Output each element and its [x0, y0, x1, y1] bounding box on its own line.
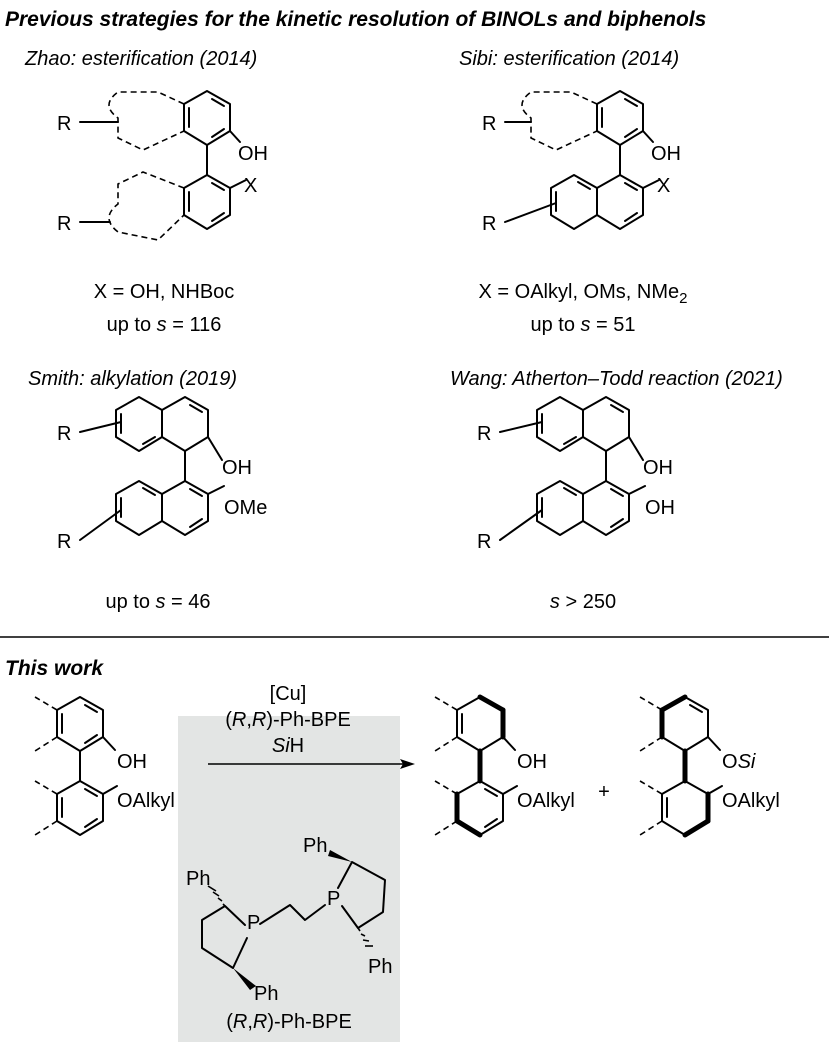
silane-label: SiH — [272, 735, 304, 757]
smith-panel: Smith: alkylation (2019) R OH R OMe up t… — [28, 368, 267, 613]
smith-r-top: R — [57, 423, 71, 445]
zhao-selectivity: up to s = 116 — [107, 314, 222, 336]
substrate-structure: OH OAlkyl — [34, 696, 175, 836]
zhao-x-definition: X = OH, NHBoc — [94, 281, 235, 303]
smith-structure: R OH R OMe — [57, 396, 267, 553]
wang-subtitle: Wang: Atherton–Todd reaction (2021) — [450, 368, 783, 390]
product1-oalkyl-label: OAlkyl — [517, 790, 575, 812]
smith-subtitle: Smith: alkylation (2019) — [28, 368, 237, 390]
catalyst-label: [Cu] — [270, 683, 307, 705]
zhao-oh-label: OH — [238, 143, 268, 165]
hash-bond-left-top — [207, 885, 226, 907]
sibi-panel: Sibi: esterification (2014) R OH R X X =… — [459, 48, 687, 336]
ligand-ph-left-top: Ph — [186, 868, 210, 890]
product2-oalkyl-label: OAlkyl — [722, 790, 780, 812]
ph-bpe-ligand-structure: P Ph Ph P Ph Ph — [186, 835, 392, 1005]
zhao-subtitle: Zhao: esterification (2014) — [24, 48, 257, 70]
hash-bond-right-bottom — [357, 927, 373, 947]
smith-r-bottom: R — [57, 531, 71, 553]
ligand-label: (R,R)-Ph-BPE — [225, 709, 351, 731]
sibi-x-label: X — [657, 175, 670, 197]
product2-osi-label: OSi — [722, 751, 756, 773]
sibi-structure: R OH R X — [482, 90, 681, 235]
ligand-box — [178, 716, 400, 1042]
sibi-r-top: R — [482, 113, 496, 135]
wang-oh-top-label: OH — [643, 457, 673, 479]
product1-oh-label: OH — [517, 751, 547, 773]
wang-selectivity: s > 250 — [550, 591, 616, 613]
sibi-subtitle: Sibi: esterification (2014) — [459, 48, 679, 70]
smith-oh-label: OH — [222, 457, 252, 479]
ligand-p-right: P — [327, 888, 340, 910]
ligand-ph-right-top: Ph — [303, 835, 327, 857]
substrate-oalkyl-label: OAlkyl — [117, 790, 175, 812]
zhao-x-label: X — [244, 175, 257, 197]
reaction-conditions: [Cu] (R,R)-Ph-BPE SiH — [208, 683, 415, 769]
ligand-p-left: P — [247, 912, 260, 934]
sibi-r-bottom: R — [482, 213, 496, 235]
ligand-name: (R,R)-Ph-BPE — [226, 1011, 352, 1033]
sibi-oh-label: OH — [651, 143, 681, 165]
substrate-oh-label: OH — [117, 751, 147, 773]
smith-selectivity: up to s = 46 — [105, 591, 210, 613]
zhao-r-top: R — [57, 113, 71, 135]
zhao-biphenol-structure: R OH R X — [57, 90, 268, 241]
this-work-heading: This work — [5, 657, 104, 680]
wang-oh-bottom-label: OH — [645, 497, 675, 519]
ligand-ph-left-bottom: Ph — [254, 983, 278, 1005]
wang-r-top: R — [477, 423, 491, 445]
product-2-structure: OSi OAlkyl — [639, 694, 780, 838]
plus-sign: + — [598, 781, 610, 803]
wedge-bond-left — [233, 968, 256, 990]
wedge-bond-right — [328, 850, 352, 862]
wang-panel: Wang: Atherton–Todd reaction (2021) R OH… — [450, 368, 783, 613]
wang-binol-structure: R OH R OH — [477, 396, 675, 553]
ligand-ph-right-bottom: Ph — [368, 956, 392, 978]
reaction-arrowhead — [400, 759, 415, 769]
scheme-heading: Previous strategies for the kinetic reso… — [5, 8, 706, 31]
zhao-r-bottom: R — [57, 213, 71, 235]
sibi-selectivity: up to s = 51 — [530, 314, 635, 336]
sibi-x-definition: X = OAlkyl, OMs, NMe2 — [479, 281, 688, 307]
wang-r-bottom: R — [477, 531, 491, 553]
zhao-panel: Zhao: esterification (2014) R OH R — [24, 48, 268, 336]
smith-ome-label: OMe — [224, 497, 267, 519]
product-1-structure: OH OAlkyl — [434, 694, 575, 838]
